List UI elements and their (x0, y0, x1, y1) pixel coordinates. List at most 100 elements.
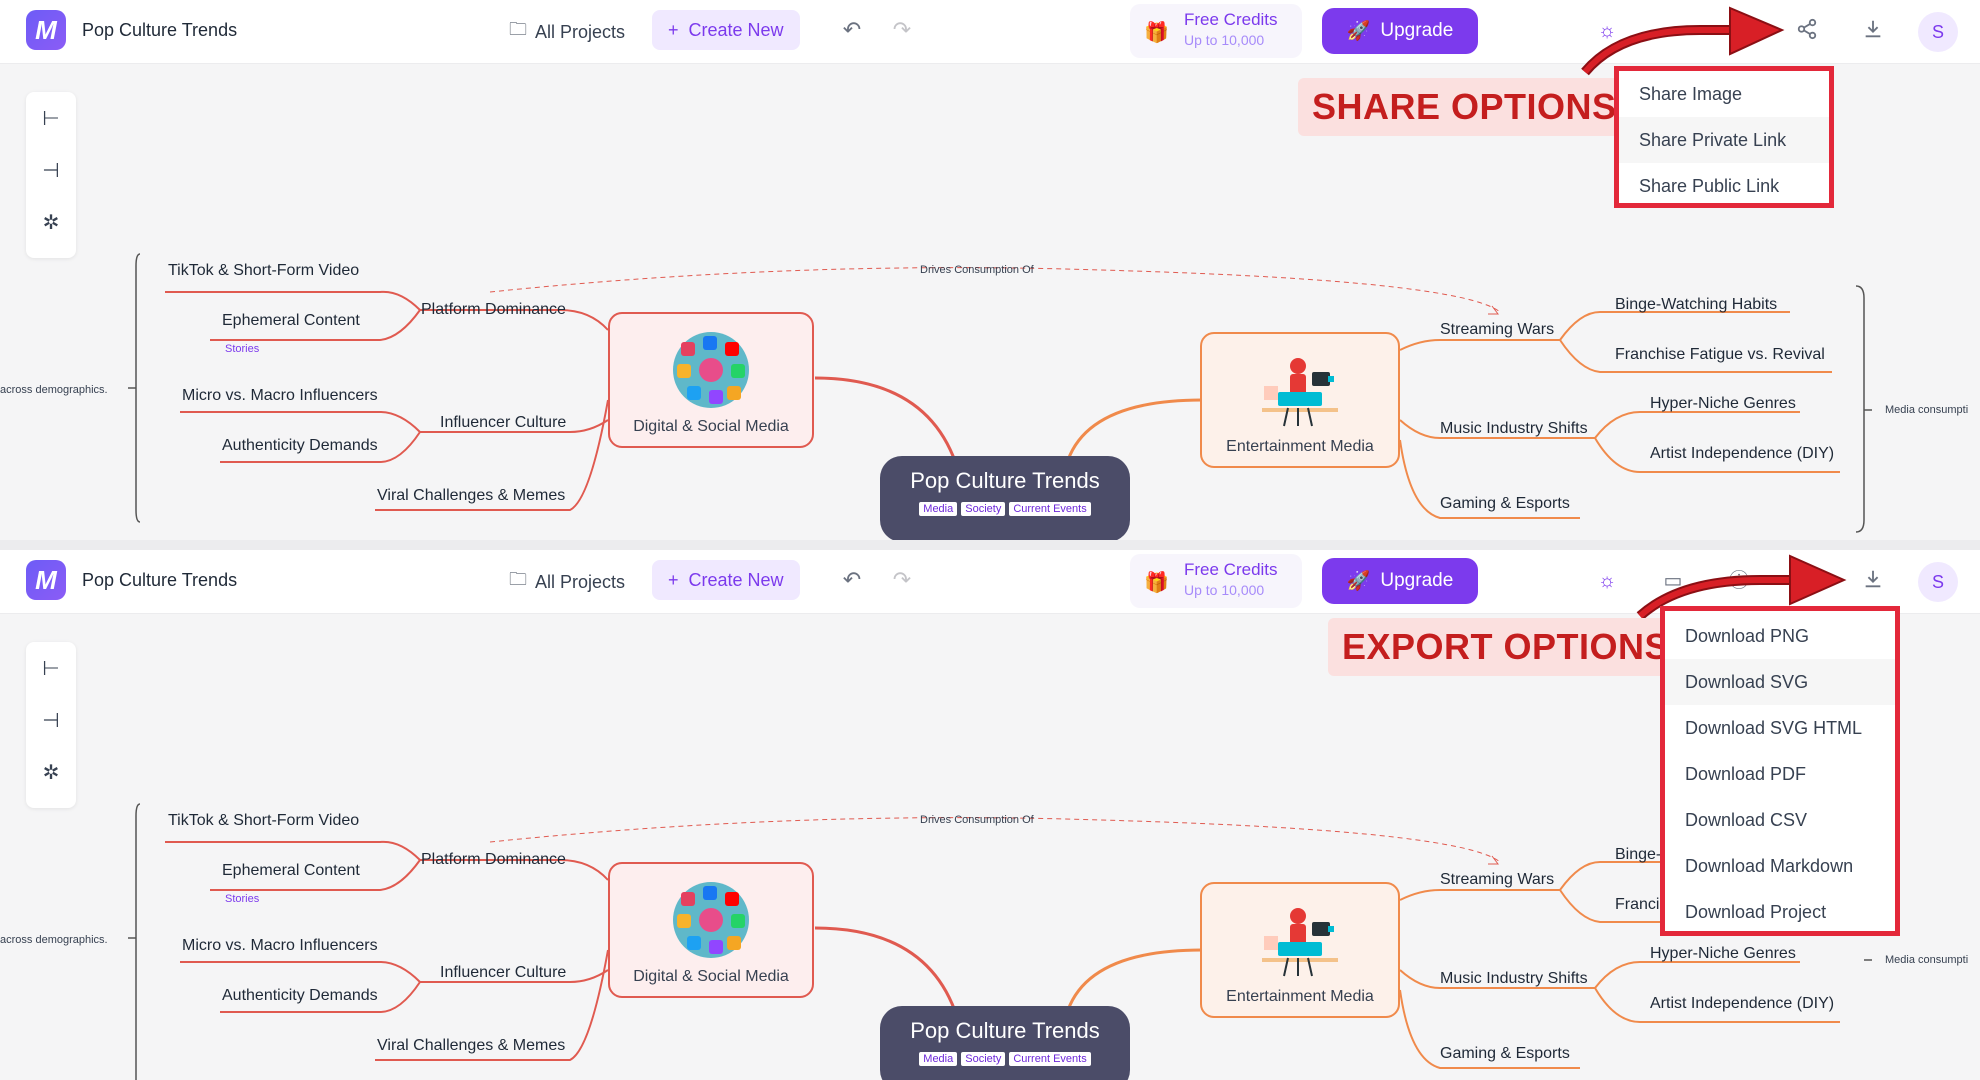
right-summary-text-2: Media consumpti (1885, 954, 1969, 966)
gift-icon: 🎁 (1144, 22, 1169, 44)
download-svg-item[interactable]: Download SVG (1665, 659, 1895, 705)
node-streaming-wars-2[interactable]: Streaming Wars (1440, 871, 1555, 888)
entertainment-illustration-icon (1262, 358, 1338, 427)
create-new-button[interactable]: + Create New (652, 10, 800, 50)
download-icon[interactable] (1860, 18, 1886, 44)
download-pdf-item[interactable]: Download PDF (1685, 764, 1807, 784)
project-title: Pop Culture Trends (82, 20, 238, 40)
node-viral[interactable]: Viral Challenges & Memes (377, 487, 566, 504)
download-markdown-item[interactable]: Download Markdown (1685, 856, 1854, 876)
node-micro[interactable]: Micro vs. Macro Influencers (182, 387, 378, 404)
download-png-item[interactable]: Download PNG (1685, 626, 1810, 646)
node-music-industry[interactable]: Music Industry Shifts (1440, 420, 1588, 437)
node-digital-social-media[interactable]: Digital & Social Media (608, 312, 814, 448)
social-media-illustration-icon (673, 882, 749, 958)
node-hyper-niche-2[interactable]: Hyper-Niche Genres (1650, 945, 1796, 962)
layout-right-icon[interactable]: ⊢ (42, 657, 60, 680)
node-artist-independence-2[interactable]: Artist Independence (DIY) (1650, 995, 1835, 1012)
node-tiktok-2[interactable]: TikTok & Short-Form Video (168, 812, 360, 829)
project-title-2: Pop Culture Trends (82, 570, 238, 590)
share-public-link-item[interactable]: Share Public Link (1639, 176, 1780, 196)
node-binge-watching[interactable]: Binge-Watching Habits (1615, 296, 1778, 313)
undo-icon[interactable]: ↶ (842, 17, 862, 42)
rocket-icon: 🚀 (1346, 21, 1371, 42)
download-project-item[interactable]: Download Project (1685, 902, 1827, 922)
user-avatar[interactable]: S (1918, 12, 1958, 52)
layout-left-icon[interactable]: ⊣ (42, 159, 60, 182)
left-summary-text-2: across demographics. (0, 934, 108, 946)
panel-divider (0, 540, 1980, 550)
export-annotation-arrow (1636, 554, 1847, 620)
node-streaming-wars[interactable]: Streaming Wars (1440, 321, 1555, 338)
node-tiktok[interactable]: TikTok & Short-Form Video (168, 262, 360, 279)
redo-icon[interactable]: ↷ (892, 17, 912, 42)
undo-icon[interactable]: ↶ (842, 567, 862, 592)
node-gaming-esports[interactable]: Gaming & Esports (1440, 495, 1570, 512)
tag-stories-2: Stories (225, 893, 260, 905)
node-ephemeral[interactable]: Ephemeral Content (222, 312, 360, 329)
layout-radial-icon[interactable]: ✲ (42, 211, 60, 234)
node-franchise[interactable]: Franchise Fatigue vs. Revival (1615, 346, 1825, 363)
all-projects-button[interactable]: 🗀 All Projects (505, 14, 629, 50)
node-gaming-esports-2[interactable]: Gaming & Esports (1440, 1045, 1570, 1062)
mindmap-connections-2 (128, 803, 1872, 1080)
social-media-illustration-icon (673, 332, 749, 408)
theme-sun-icon[interactable]: ☼ (1597, 570, 1617, 592)
export-options-callout: EXPORT OPTIONS (1328, 618, 1684, 676)
central-topic-tags: Media Society Current Events (880, 502, 1130, 516)
central-topic-node-2[interactable]: Pop Culture Trends Media Society Current… (880, 1006, 1130, 1080)
redo-icon[interactable]: ↷ (892, 567, 912, 592)
entertainment-illustration-icon (1262, 908, 1338, 977)
app-logo-2[interactable]: M (26, 560, 66, 600)
node-platform[interactable]: Platform Dominance (421, 301, 566, 318)
plus-icon: + (668, 19, 679, 40)
share-annotation-arrow (1581, 6, 1785, 76)
node-micro-2[interactable]: Micro vs. Macro Influencers (182, 937, 378, 954)
share-private-link-item[interactable]: Share Private Link (1619, 117, 1829, 163)
node-hyper-niche[interactable]: Hyper-Niche Genres (1650, 395, 1796, 412)
theme-sun-icon[interactable]: ☼ (1597, 20, 1617, 42)
node-franchise-cut[interactable]: Franci (1615, 896, 1660, 913)
layout-radial-icon[interactable]: ✲ (42, 761, 60, 784)
plus-icon: + (668, 569, 679, 590)
document-icon[interactable]: ▭ (1663, 570, 1683, 592)
share-image-item[interactable]: Share Image (1639, 84, 1743, 104)
tag-stories: Stories (225, 343, 260, 355)
export-screenshot-panel: M Pop Culture Trends 🗀 All Projects + Cr… (0, 550, 1980, 1080)
export-dropdown-menu: Download PNG Download SVG Download SVG H… (1660, 606, 1900, 936)
upgrade-button-2[interactable]: 🚀 Upgrade (1322, 558, 1478, 604)
download-svg-html-item[interactable]: Download SVG HTML (1685, 718, 1863, 738)
node-artist-independence[interactable]: Artist Independence (DIY) (1650, 445, 1835, 462)
folder-icon: 🗀 (509, 569, 527, 589)
node-music-industry-2[interactable]: Music Industry Shifts (1440, 970, 1588, 987)
node-authenticity-2[interactable]: Authenticity Demands (222, 987, 378, 1004)
all-projects-button-2[interactable]: 🗀 All Projects (505, 564, 629, 600)
node-ephemeral-2[interactable]: Ephemeral Content (222, 862, 360, 879)
left-summary-text: across demographics. (0, 384, 108, 396)
layout-left-icon[interactable]: ⊣ (42, 709, 60, 732)
central-topic-node[interactable]: Pop Culture Trends Media Society Current… (880, 456, 1130, 540)
node-entertainment-media-2[interactable]: Entertainment Media (1200, 882, 1400, 1018)
node-influencer-2[interactable]: Influencer Culture (440, 964, 567, 981)
app-logo[interactable]: M (26, 10, 66, 50)
node-platform-2[interactable]: Platform Dominance (421, 851, 566, 868)
share-icon[interactable] (1794, 18, 1820, 44)
free-credits-badge[interactable]: 🎁 Free Credits Up to 10,000 (1130, 4, 1302, 58)
node-influencer[interactable]: Influencer Culture (440, 414, 567, 431)
node-digital-social-media-2[interactable]: Digital & Social Media (608, 862, 814, 998)
relation-label-2: Drives Consumption Of (920, 814, 1034, 826)
layout-right-icon[interactable]: ⊢ (42, 107, 60, 130)
create-new-button-2[interactable]: + Create New (652, 560, 800, 600)
download-csv-item[interactable]: Download CSV (1685, 810, 1808, 830)
upgrade-button[interactable]: 🚀 Upgrade (1322, 8, 1478, 54)
download-icon[interactable] (1860, 568, 1886, 594)
user-avatar-2[interactable]: S (1918, 562, 1958, 602)
node-authenticity[interactable]: Authenticity Demands (222, 437, 378, 454)
node-entertainment-media[interactable]: Entertainment Media (1200, 332, 1400, 468)
central-topic-tags-2: Media Society Current Events (880, 1052, 1130, 1066)
node-viral-2[interactable]: Viral Challenges & Memes (377, 1037, 566, 1054)
layout-toolbar: ⊢ ⊣ ✲ (26, 92, 76, 258)
node-binge-cut[interactable]: Binge- (1615, 846, 1662, 863)
free-credits-badge-2[interactable]: 🎁 Free Credits Up to 10,000 (1130, 554, 1302, 608)
app-header-2: M Pop Culture Trends 🗀 All Projects + Cr… (0, 550, 1980, 614)
